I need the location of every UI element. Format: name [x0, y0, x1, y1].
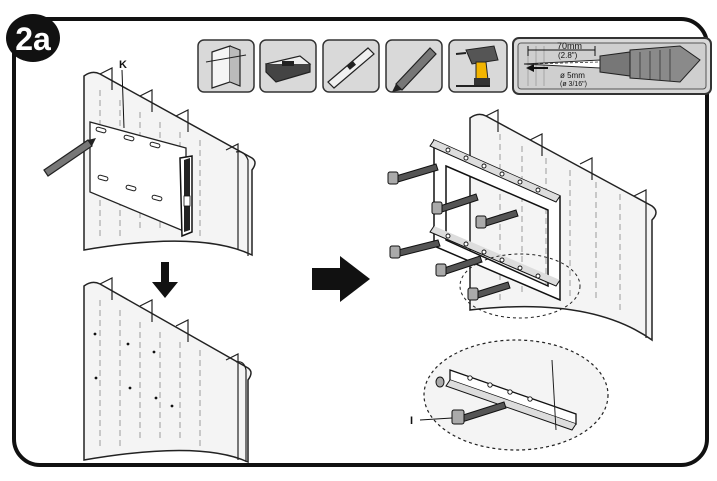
stud-finder-icon — [197, 39, 255, 93]
bit-imperial-label: (ø 3/16") — [560, 81, 587, 88]
step-badge: 2a — [6, 14, 60, 62]
wall-marked — [83, 277, 252, 464]
next-step-arrow — [312, 256, 370, 302]
down-arrow — [152, 262, 178, 298]
level-tool-icon — [259, 39, 317, 93]
lag-bolt-callout: I — [410, 415, 413, 427]
template-callout: K — [119, 59, 127, 71]
tools-bar: 70mm (2.8") ø 5mm (ø 3/16") — [197, 37, 712, 95]
depth-metric-label: 70mm — [557, 41, 582, 51]
wall-with-template: K — [43, 59, 256, 257]
drill-bit-icon: 70mm (2.8") ø 5mm (ø 3/16") — [512, 37, 712, 95]
step-badge-label: 2a — [15, 21, 51, 57]
drill-icon — [448, 39, 508, 93]
spirit-level-icon — [322, 39, 380, 93]
depth-imperial-label: (2.8") — [558, 51, 578, 60]
bit-metric-label: ø 5mm — [560, 71, 585, 80]
lag-bolts — [387, 163, 519, 301]
detail-zoom: I — [410, 339, 609, 451]
wall-with-bracket — [387, 109, 657, 342]
pencil-icon — [385, 39, 443, 93]
